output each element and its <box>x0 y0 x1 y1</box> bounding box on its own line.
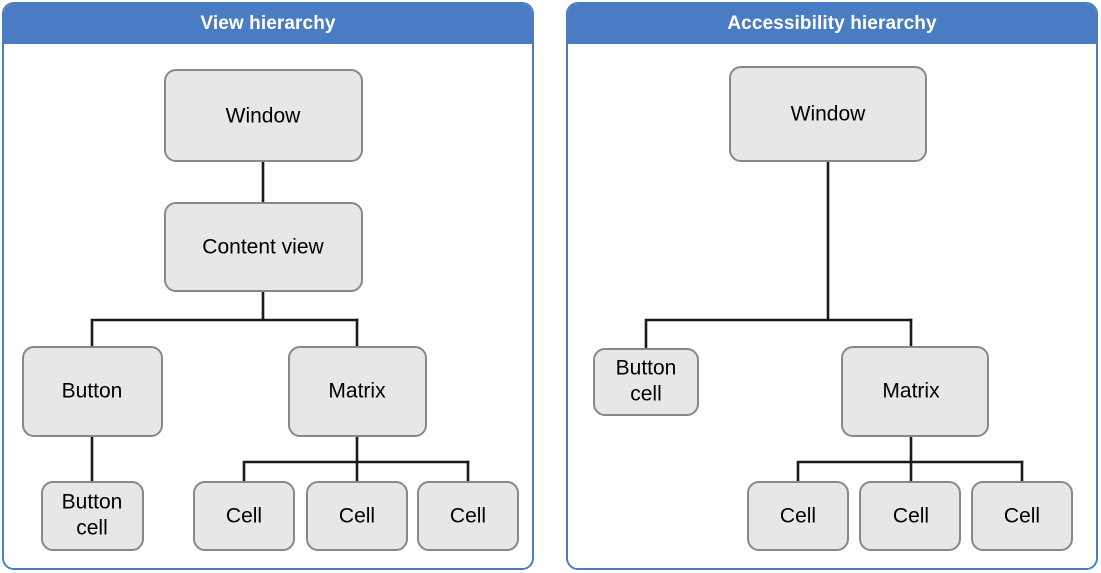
node-content-view-label: Content view <box>202 236 324 259</box>
node-cell-2[interactable]: Cell <box>306 481 408 551</box>
node-window[interactable]: Window <box>164 69 363 162</box>
node-window-box[interactable] <box>164 69 363 162</box>
node-matrix[interactable]: Matrix <box>841 346 989 437</box>
node-window-box[interactable] <box>729 66 927 162</box>
node-cell-3-box[interactable] <box>417 481 519 551</box>
node-button-cell-label-line1: Button <box>616 357 677 380</box>
node-cell-1[interactable]: Cell <box>193 481 295 551</box>
node-button-box[interactable] <box>22 346 163 437</box>
node-button-cell-label-line2: cell <box>76 517 108 540</box>
node-button-cell-label-line1: Button <box>62 491 123 514</box>
node-cell-1[interactable]: Cell <box>747 481 849 551</box>
panel-title-accessibility-hierarchy: Accessibility hierarchy <box>568 4 1096 44</box>
node-button-cell[interactable]: Button cell <box>41 481 144 551</box>
panel-body-view-hierarchy: Window Content view Button Matrix Button <box>4 44 532 568</box>
node-cell-2-box[interactable] <box>859 481 961 551</box>
node-matrix-box[interactable] <box>841 346 989 437</box>
node-cell-3-label: Cell <box>450 505 486 528</box>
node-cell-2-label: Cell <box>339 505 375 528</box>
node-cell-1-label: Cell <box>226 505 262 528</box>
node-window[interactable]: Window <box>729 66 927 162</box>
node-button-label: Button <box>62 380 123 403</box>
node-cell-3-label: Cell <box>1004 505 1040 528</box>
node-cell-1-box[interactable] <box>193 481 295 551</box>
edge-window-button-cell <box>644 159 913 351</box>
node-cell-3[interactable]: Cell <box>417 481 519 551</box>
node-cell-1-box[interactable] <box>747 481 849 551</box>
node-button-cell-label-line2: cell <box>630 383 662 406</box>
node-window-label: Window <box>226 105 302 128</box>
node-button-cell-box[interactable] <box>593 348 699 416</box>
node-matrix-box[interactable] <box>288 346 427 437</box>
node-window-label: Window <box>791 103 867 126</box>
node-cell-2-label: Cell <box>893 505 929 528</box>
node-content-view[interactable]: Content view <box>164 202 363 292</box>
node-matrix-label: Matrix <box>328 380 386 403</box>
node-button-cell-box[interactable] <box>41 481 144 551</box>
edge-content-view-button <box>90 289 359 349</box>
node-button[interactable]: Button <box>22 346 163 437</box>
node-cell-3[interactable]: Cell <box>971 481 1073 551</box>
node-cell-2-box[interactable] <box>306 481 408 551</box>
edge-group-view-hierarchy <box>90 159 470 484</box>
node-matrix[interactable]: Matrix <box>288 346 427 437</box>
node-cell-3-box[interactable] <box>971 481 1073 551</box>
panel-body-accessibility-hierarchy: Window Button cell Matrix Cell <box>568 44 1096 568</box>
node-cell-2[interactable]: Cell <box>859 481 961 551</box>
panel-view-hierarchy: View hierarchy Wi <box>2 2 534 570</box>
panel-title-view-hierarchy: View hierarchy <box>4 4 532 44</box>
node-content-view-box[interactable] <box>164 202 363 292</box>
node-matrix-label: Matrix <box>882 380 940 403</box>
node-button-cell[interactable]: Button cell <box>593 348 699 416</box>
edge-group-accessibility-hierarchy <box>644 159 1024 484</box>
panel-accessibility-hierarchy: Accessibility hierarchy Window <box>566 2 1098 570</box>
node-cell-1-label: Cell <box>780 505 816 528</box>
